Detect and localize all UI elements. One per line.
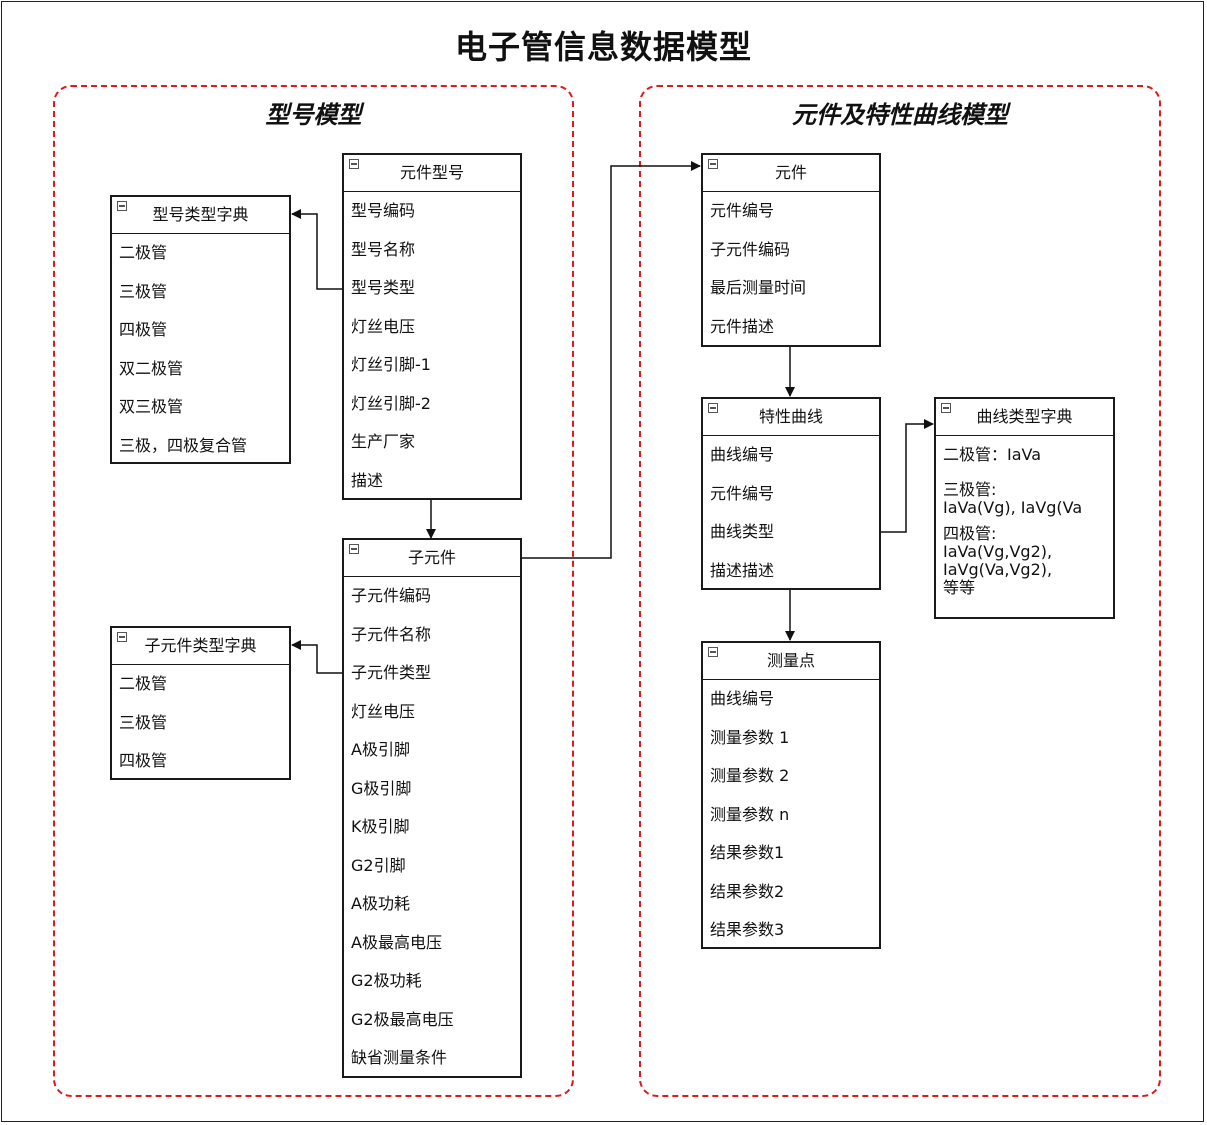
collapse-icon[interactable] xyxy=(349,544,359,554)
entity-row: 子元件编码 xyxy=(710,239,791,259)
entity-row: K极引脚 xyxy=(351,817,410,836)
entity-row-line: 四极管: IaVa(Vg,Vg2), IaVg(Va,Vg2), 等等 xyxy=(943,523,1053,597)
entity-row: A极引脚 xyxy=(351,740,410,759)
entity-title: 测量点 xyxy=(766,651,815,670)
entity-row: 四极管: IaVa(Vg,Vg2), IaVg(Va,Vg2), 等等 xyxy=(936,523,1113,603)
entity-row: 测量参数 n xyxy=(710,804,790,824)
entity-row: 元件编号 xyxy=(710,483,775,503)
entity-title: 型号类型字典 xyxy=(152,205,249,224)
entity-row: 子元件类型 xyxy=(351,663,432,682)
entity-row: 结果参数3 xyxy=(710,920,785,939)
entity-title: 子元件 xyxy=(407,548,456,567)
entity-curve-type-dict: 曲线类型字典 二极管：IaVa 三极管: IaVa(Vg), IaVg(Va 四… xyxy=(934,397,1115,619)
entity-title: 特性曲线 xyxy=(758,407,823,426)
entity-row: 测量参数 1 xyxy=(710,727,790,747)
entity-row: 型号编码 xyxy=(351,201,416,220)
entity-row: 曲线编号 xyxy=(710,689,775,708)
group-component-title: 元件及特性曲线模型 xyxy=(792,101,1008,129)
entity-row: 结果参数2 xyxy=(710,881,785,901)
entity-row: 二极管：IaVa xyxy=(943,445,1042,464)
entity-row: G2极功耗 xyxy=(351,971,422,990)
collapse-icon[interactable] xyxy=(708,403,718,413)
entity-row: 灯丝电压 xyxy=(351,316,416,336)
collapse-icon[interactable] xyxy=(708,159,718,169)
connector-curve-type xyxy=(880,419,934,533)
entity-row-line: 三极管: IaVa(Vg), IaVg(Va xyxy=(943,479,1083,517)
entity-curve: 特性曲线 曲线编号 元件编号 曲线类型 描述描述 xyxy=(701,397,881,590)
entity-row: 描述描述 xyxy=(710,560,775,580)
entity-title: 元件型号 xyxy=(399,163,464,182)
entity-row: A极最高电压 xyxy=(351,932,442,952)
entity-row: 灯丝引脚-1 xyxy=(351,355,431,374)
entity-row: 双二极管 xyxy=(119,358,184,378)
group-model: 型号模型 xyxy=(53,85,574,1097)
entity-row: 子元件名称 xyxy=(351,624,432,644)
entity-row: 子元件编码 xyxy=(351,586,432,605)
entity-row: 灯丝电压 xyxy=(351,701,416,721)
entity-sub-component-type-dict: 子元件类型字典 二极管 三极管 四极管 xyxy=(110,626,291,780)
entity-row: 测量参数 2 xyxy=(710,766,790,785)
entity-row: 三极管 xyxy=(119,281,168,301)
entity-row: 缺省测量条件 xyxy=(351,1048,448,1067)
entity-row: 元件编号 xyxy=(710,201,775,220)
entity-row: G2引脚 xyxy=(351,855,406,875)
entity-row: 三极管 xyxy=(119,712,168,732)
entity-row: 三极管: IaVa(Vg), IaVg(Va xyxy=(936,475,1113,523)
entity-row: 描述 xyxy=(351,470,384,490)
entity-row: A极功耗 xyxy=(351,894,410,913)
collapse-icon[interactable] xyxy=(708,647,718,657)
entity-component-model: 元件型号 型号编码 型号名称 型号类型 灯丝电压 灯丝引脚-1 灯丝引脚-2 生… xyxy=(342,153,522,500)
connector-model-type xyxy=(291,209,342,290)
entity-row: 二极管 xyxy=(119,243,168,262)
entity-row: 元件描述 xyxy=(710,316,775,336)
entity-row: 曲线编号 xyxy=(710,445,775,464)
entity-row: 双三极管 xyxy=(119,397,184,416)
collapse-icon[interactable] xyxy=(349,159,359,169)
entity-row: 型号类型 xyxy=(351,278,416,297)
entity-measure-point: 测量点 曲线编号 测量参数 1 测量参数 2 测量参数 n 结果参数1 结果参数… xyxy=(701,641,881,949)
entity-component: 元件 元件编号 子元件编码 最后测量时间 元件描述 xyxy=(701,153,881,347)
entity-row: 四极管 xyxy=(119,320,168,339)
diagram-title: 电子管信息数据模型 xyxy=(454,28,752,66)
connector-sub-to-component xyxy=(521,161,701,559)
connector-sub-type xyxy=(291,640,342,674)
group-component: 元件及特性曲线模型 xyxy=(639,85,1161,1097)
entity-row: 生产厂家 xyxy=(351,432,416,451)
group-model-title: 型号模型 xyxy=(265,101,362,129)
entity-row: 三极，四极复合管 xyxy=(119,435,248,455)
entity-row: 型号名称 xyxy=(351,239,416,259)
entity-row: 二极管 xyxy=(119,674,168,693)
entity-sub-component: 子元件 子元件编码 子元件名称 子元件类型 灯丝电压 A极引脚 G极引脚 K极引… xyxy=(342,538,522,1078)
entity-title: 曲线类型字典 xyxy=(976,407,1073,426)
entity-row: G2极最高电压 xyxy=(351,1009,454,1029)
entity-title: 子元件类型字典 xyxy=(144,636,257,655)
entity-model-type-dict: 型号类型字典 二极管 三极管 四极管 双二极管 双三极管 三极，四极复合管 xyxy=(110,195,291,464)
entity-title: 元件 xyxy=(774,163,807,182)
entity-row: G极引脚 xyxy=(351,778,412,798)
collapse-icon[interactable] xyxy=(117,201,127,211)
entity-row: 曲线类型 xyxy=(710,522,775,541)
entity-row: 四极管 xyxy=(119,751,168,770)
entity-row: 灯丝引脚-2 xyxy=(351,393,431,413)
entity-row: 结果参数1 xyxy=(710,843,785,862)
collapse-icon[interactable] xyxy=(117,632,127,642)
collapse-icon[interactable] xyxy=(941,403,951,413)
entity-row: 最后测量时间 xyxy=(710,278,807,297)
